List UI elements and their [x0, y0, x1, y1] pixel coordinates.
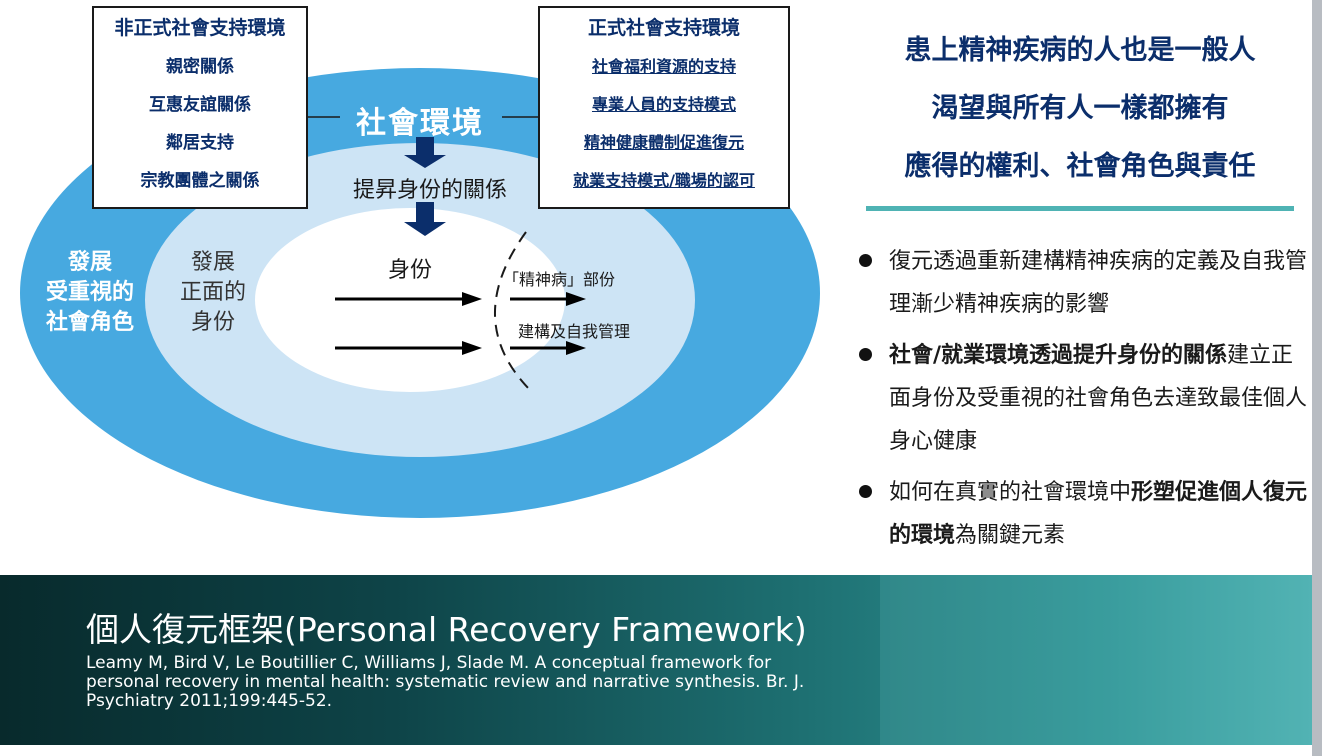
informal-item: 互惠友誼關係	[149, 95, 251, 115]
arrow-head-3	[566, 292, 586, 306]
formal-support-box: 正式社會支持環境 社會福利資源的支持 專業人員的支持模式 精神健康體制促進復元 …	[538, 6, 790, 209]
bullet-dot-icon	[859, 254, 872, 267]
social-environment-title: 社會環境	[356, 106, 484, 141]
headline-underline	[866, 206, 1294, 211]
headline-line: 渴望與所有人一樣都擁有	[931, 93, 1229, 124]
bullet-bold-text: 形塑促進個人復元的環境	[889, 480, 1308, 548]
footer-overlay	[880, 575, 1312, 745]
formal-support-title: 正式社會支持環境	[587, 17, 740, 39]
footer-citation: Leamy M, Bird V, Le Boutillier C, Willia…	[86, 653, 805, 711]
headline-line: 患上精神疾病的人也是一般人	[904, 35, 1256, 66]
bullet-bold-text: 社會/就業環境透過提升身份的關係	[889, 343, 1228, 368]
arrow-head-2	[462, 341, 482, 355]
informal-item: 宗教團體之關係	[140, 171, 260, 191]
outer-ring-label-line: 社會角色	[45, 310, 134, 335]
footer-title: 個人復元框架(Personal Recovery Framework)	[86, 610, 807, 649]
arrow-head-1	[462, 292, 482, 306]
identity-label: 身份	[387, 258, 432, 283]
informal-support-box: 非正式社會支持環境 親密關係 互惠友誼關係 鄰居支持 宗教團體之關係	[92, 6, 308, 209]
bullet-text: 復元透過重新建構精神疾病的定義及自我管理漸少精神疾病的影響	[889, 249, 1308, 317]
bullet-dot-icon	[859, 485, 872, 498]
outer-ring-label-line: 受重視的	[45, 280, 134, 305]
bullet-item: 如何在真實的社會環境中形塑促進個人復元的環境為關鍵元素	[855, 471, 1310, 557]
outer-ring-label-line: 發展	[67, 250, 112, 275]
bullet-text: 建立正面身份及受重視的社會角色去達致最佳個人身心健康	[889, 343, 1308, 454]
self-management-label: 建構及自我管理	[518, 322, 631, 341]
outer-ring-label: 發展 受重視的 社會角色	[30, 248, 150, 338]
headline-line: 應得的權利、社會角色與責任	[904, 151, 1256, 182]
formal-item: 專業人員的支持模式	[591, 95, 736, 114]
bullet-item: 社會/就業環境透過提升身份的關係建立正面身份及受重視的社會角色去達致最佳個人身心…	[855, 334, 1310, 463]
block-arrow-down-1	[404, 137, 446, 168]
block-arrow-down-2	[404, 202, 446, 236]
formal-item: 就業支持模式/職場的認可	[573, 171, 755, 190]
bullet-list: 復元透過重新建構精神疾病的定義及自我管理漸少精神疾病的影響 社會/就業環境透過提…	[855, 240, 1310, 565]
bullet-dot-icon	[859, 348, 872, 361]
middle-ring-label-line: 正面的	[179, 280, 246, 305]
formal-item: 社會福利資源的支持	[591, 57, 736, 76]
headline: 患上精神疾病的人也是一般人 渴望與所有人一樣都擁有 應得的權利、社會角色與責任	[850, 22, 1310, 196]
bullet-text: 為關鍵元素	[955, 523, 1066, 548]
middle-ring-label-line: 發展	[190, 250, 235, 275]
middle-ring-label-line: 身份	[190, 310, 235, 335]
promote-identity-text: 提昇身份的關係	[352, 178, 507, 203]
informal-item: 親密關係	[166, 57, 234, 77]
formal-item: 精神健康體制促進復元	[583, 133, 744, 152]
bullet-item: 復元透過重新建構精神疾病的定義及自我管理漸少精神疾病的影響	[855, 240, 1310, 326]
dashed-boundary	[494, 231, 531, 391]
informal-support-title: 非正式社會支持環境	[114, 17, 286, 39]
informal-item: 鄰居支持	[166, 133, 234, 153]
illness-part-label: 「精神病」部份	[503, 270, 616, 289]
arrow-head-4	[566, 341, 586, 355]
bullet-text: 如何在真實的社會環境中	[889, 480, 1132, 505]
middle-ring-label: 發展 正面的 身份	[168, 248, 258, 338]
footer-banner: 個人復元框架(Personal Recovery Framework) Leam…	[0, 575, 1312, 745]
